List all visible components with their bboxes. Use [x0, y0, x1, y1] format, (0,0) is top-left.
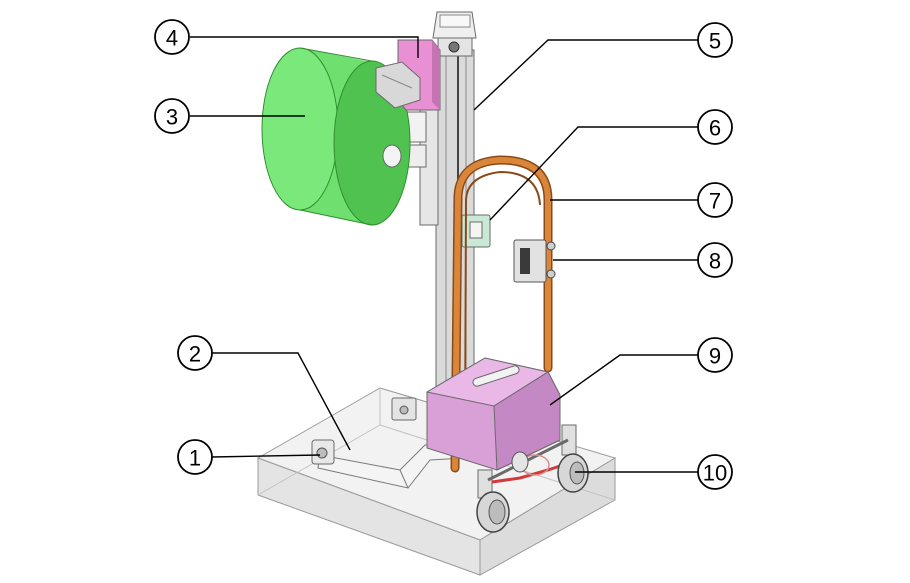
- callouts: 1 2 3 4 5 6 7 8: [154, 19, 733, 490]
- callout-1: 1: [177, 439, 213, 475]
- control-switch: [513, 239, 556, 283]
- leader-6: [489, 126, 698, 221]
- callout-4-label: 4: [166, 26, 178, 51]
- callout-5-label: 5: [709, 29, 721, 54]
- callout-10-label: 10: [703, 461, 727, 486]
- callout-5: 5: [697, 22, 733, 58]
- callout-6-label: 6: [709, 116, 721, 141]
- callout-10: 10: [697, 454, 733, 490]
- leader-4: [190, 36, 419, 58]
- callout-1-label: 1: [189, 446, 201, 471]
- floor-pulley: [311, 439, 335, 465]
- leader-9: [549, 354, 698, 406]
- callout-8: 8: [697, 242, 733, 278]
- callout-7-label: 7: [709, 189, 721, 214]
- leader-lines: [190, 36, 698, 473]
- callout-4: 4: [154, 19, 190, 55]
- handle-frame: [450, 155, 553, 473]
- callout-8-label: 8: [709, 249, 721, 274]
- battery-box: [425, 357, 561, 471]
- callout-2: 2: [177, 335, 213, 371]
- callout-3-label: 3: [166, 105, 178, 130]
- callout-7: 7: [697, 182, 733, 218]
- caster-wheels: [476, 451, 589, 533]
- rear-block: [391, 397, 417, 421]
- drive-motor: [375, 39, 441, 111]
- callout-9-label: 9: [709, 344, 721, 369]
- leader-1: [211, 454, 321, 458]
- leader-2: [212, 352, 351, 451]
- callout-9: 9: [697, 337, 733, 373]
- callout-6: 6: [697, 109, 733, 145]
- callout-3: 3: [154, 98, 190, 134]
- callout-2-label: 2: [189, 342, 201, 367]
- leader-5: [473, 39, 698, 111]
